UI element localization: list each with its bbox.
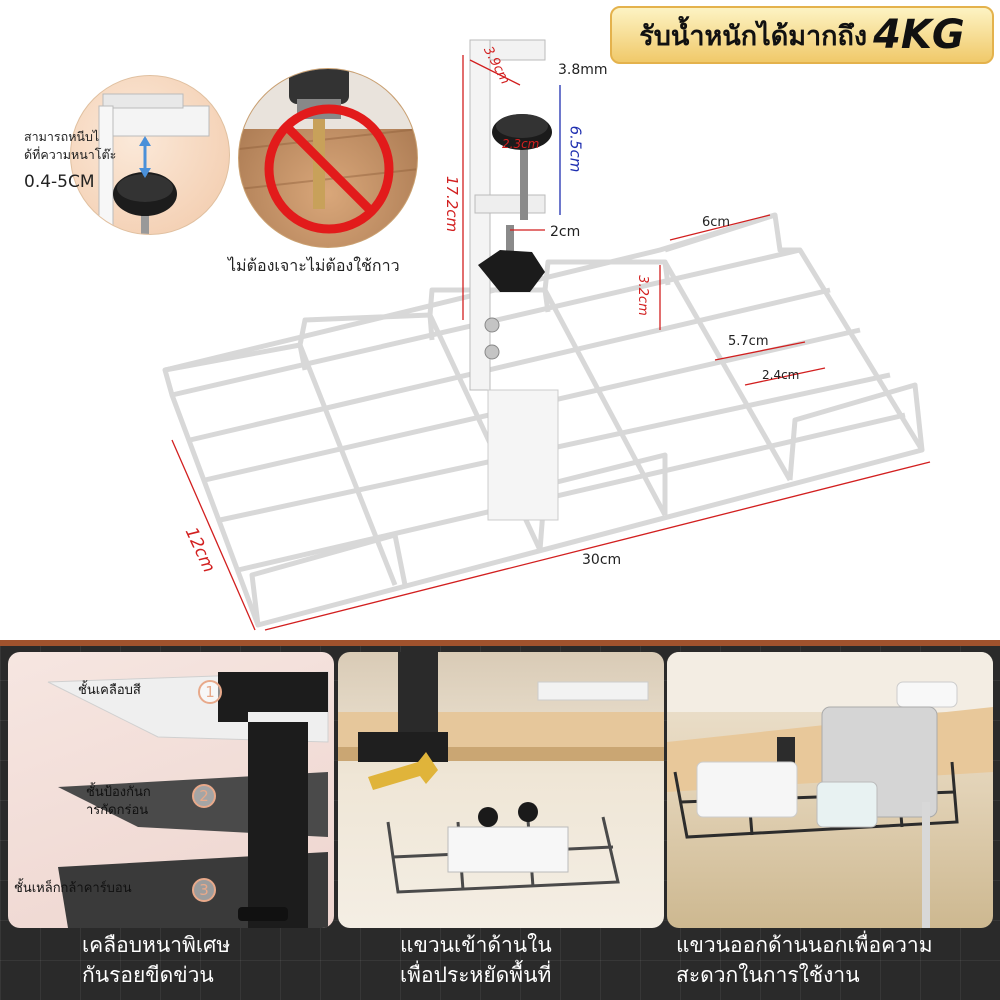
dimension-bracket-gap: 2cm (550, 224, 581, 240)
dimension-side-height: 3.2cm (634, 275, 650, 316)
no-drill-note: ไม่ต้องเจาะไม่ต้องใช้กาว (228, 256, 400, 275)
layer-label-carbon-steel: ชั้นเหล็กกล้าคาร์บอน (14, 881, 132, 896)
outward-mount-illustration (667, 652, 993, 928)
weight-capacity-value: 4KG (873, 12, 965, 58)
clamp-detail-illustration (98, 93, 210, 234)
dimension-lines-red (171, 55, 931, 631)
inward-mount-illustration (338, 652, 664, 894)
mounting-bracket (469, 39, 559, 521)
inward-mount-panel (338, 652, 664, 928)
coating-layers-panel: ชั้นเคลือบสี 1 ชั้นป้องกันก ารกัดกร่อน 2… (8, 652, 334, 928)
dimension-bracket-height: 17.2cm (443, 175, 462, 233)
dimension-tray-length: 30cm (582, 552, 622, 568)
outward-mount-panel (667, 652, 993, 928)
clamp-detail-circle (70, 75, 230, 235)
dimension-knob-travel: 6.5cm (566, 125, 585, 173)
product-diagram-area: รับน้ำหนักได้มากถึง 4KG สามารถหนีบไ ด้ที… (24, 6, 994, 631)
clamp-thickness-note: สามารถหนีบไ ด้ที่ความหนาโต๊ะ (24, 129, 117, 162)
coating-layers-illustration (47, 671, 329, 928)
tray-illustration (162, 39, 931, 631)
layer-number-1: 1 (198, 680, 222, 704)
weight-capacity-badge: รับน้ำหนักได้มากถึง 4KG (610, 6, 994, 64)
section-divider (0, 640, 1000, 646)
layer-label-paint: ชั้นเคลือบสี (78, 683, 141, 698)
panel-3-caption: แขวนออกด้านนอกเพื่อความ สะดวกในการใช้งาน (676, 933, 933, 987)
layer-number-2: 2 (192, 784, 216, 808)
layer-label-anticorrosion: ชั้นป้องกันก ารกัดกร่อน (86, 785, 151, 818)
panel-1-caption: เคลือบหนาพิเศษ กันรอยขีดข่วน (82, 933, 231, 987)
panel-2-caption: แขวนเข้าด้านใน เพื่อประหยัดพื้นที่ (400, 933, 552, 987)
layer-number-3: 3 (192, 878, 216, 902)
dimension-bracket-thickness: 3.8mm (558, 62, 608, 78)
dimension-inner-spacing: 5.7cm (728, 334, 769, 349)
clamp-thickness-range: 0.4-5CM (24, 172, 95, 192)
dimension-wire-spacing: 6cm (702, 215, 731, 230)
dimension-end-spacing: 2.4cm (762, 368, 800, 382)
weight-capacity-text: รับน้ำหนักได้มากถึง (639, 20, 868, 52)
dimension-knob-diameter: 2.3cm (502, 137, 540, 151)
